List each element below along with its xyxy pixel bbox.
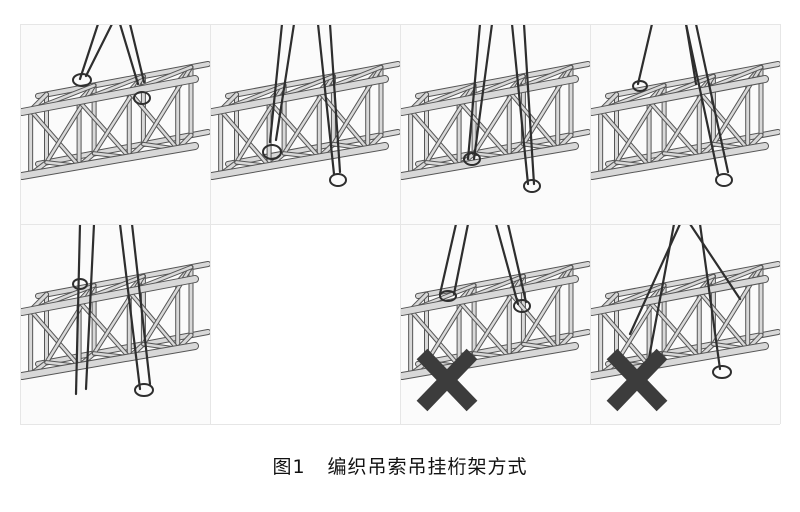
sling-7 (438, 224, 531, 313)
caption: 图1 编织吊索吊挂桁架方式 (0, 452, 800, 479)
grid-divider-horizontal (20, 224, 780, 225)
grid-divider-vertical (780, 24, 781, 424)
panel-6 (210, 224, 400, 424)
incorrect-cross-icon (416, 348, 478, 412)
panel-1 (20, 24, 210, 224)
panel-2 (210, 24, 400, 224)
sling-4 (632, 24, 733, 187)
panel-4 (590, 24, 780, 224)
truss-illustration-1 (20, 24, 210, 180)
grid-divider-horizontal (20, 424, 780, 425)
truss-illustration-8 (590, 224, 780, 412)
sling-5 (72, 224, 154, 397)
panel-3 (400, 24, 590, 224)
truss-illustration-2 (210, 24, 400, 187)
truss-illustration-4 (590, 24, 780, 187)
figure-grid (20, 24, 780, 424)
caption-text: 编织吊索吊挂桁架方式 (327, 456, 528, 478)
truss-illustration-5 (20, 224, 210, 397)
panel-7 (400, 224, 590, 424)
sling-2 (262, 24, 347, 187)
sling-8 (628, 224, 742, 379)
sling-1 (72, 24, 151, 105)
caption-label: 图1 (272, 456, 306, 478)
truss-illustration-7 (400, 224, 590, 412)
truss-illustration-3 (400, 24, 590, 193)
incorrect-cross-icon (606, 348, 668, 412)
grid-divider-horizontal (20, 24, 780, 25)
panel-8 (590, 224, 780, 424)
sling-3 (463, 24, 541, 193)
panel-5 (20, 224, 210, 424)
